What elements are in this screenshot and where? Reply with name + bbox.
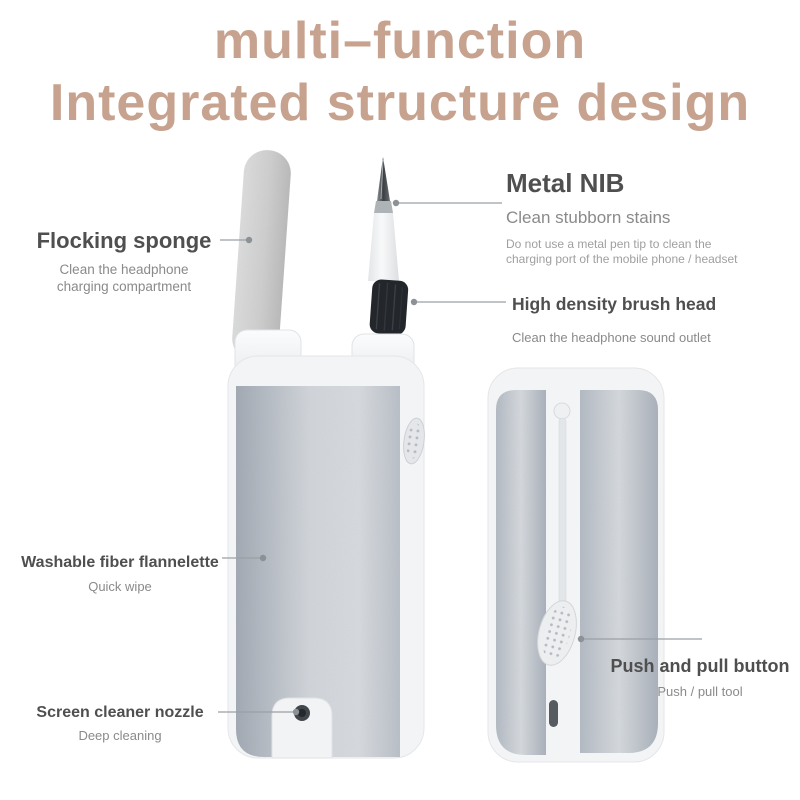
left-device [227, 150, 425, 759]
callout-lines [218, 202, 702, 713]
callout-dot-flannelette [259, 554, 267, 562]
cleaner-nozzle [271, 697, 333, 759]
metal-nib-sub: Clean stubborn stains [506, 208, 671, 227]
flannelette-heading: Washable fiber flannelette [21, 554, 219, 571]
flannelette-sub: Quick wipe [88, 579, 152, 594]
callout-nozzle: Screen cleaner nozzle Deep cleaning [20, 704, 220, 743]
metal-nib-pen [368, 157, 409, 335]
page-title: multi–function Integrated structure desi… [0, 10, 800, 134]
flocking-sub-line2: charging compartment [56, 279, 192, 294]
push-pull-button [537, 600, 577, 666]
callout-dot-flocking [245, 236, 253, 244]
title-line-2: Integrated structure design [49, 74, 751, 132]
callout-flannelette: Washable fiber flannelette Quick wipe [14, 554, 226, 594]
metal-nib-heading: Metal NIB [506, 168, 625, 198]
title-line-1: multi–function [213, 12, 587, 70]
callout-push-button: Push and pull button Push / pull tool [602, 656, 798, 699]
callout-dots [245, 199, 585, 716]
bottom-slot [549, 700, 558, 727]
metal-nib-note-line2: charging port of the mobile phone / head… [506, 252, 738, 266]
callout-dot-metal-nib [392, 199, 400, 207]
brush-head [369, 279, 409, 335]
callout-metal-nib: Metal NIB Clean stubborn stains Do not u… [506, 168, 791, 267]
push-button-sub: Push / pull tool [657, 684, 743, 699]
nozzle-sub: Deep cleaning [78, 728, 162, 743]
push-button-heading: Push and pull button [610, 656, 790, 676]
brush-heading: High density brush head [512, 294, 717, 314]
slider-track [553, 402, 571, 605]
callout-flocking-sponge: Flocking sponge Clean the headphone char… [28, 228, 220, 295]
brush-sub: Clean the headphone sound outlet [512, 330, 711, 345]
callout-dot-brush [410, 298, 418, 306]
flocking-sub-line1: Clean the headphone [59, 262, 189, 277]
right-device [487, 367, 665, 763]
flocking-heading: Flocking sponge [36, 228, 212, 253]
flocking-sponge [232, 150, 291, 362]
callout-brush-head: High density brush head Clean the headph… [512, 294, 797, 345]
side-slide-button [403, 417, 425, 465]
callout-dot-push-button [577, 635, 585, 643]
callout-dot-nozzle [292, 708, 300, 716]
metal-nib-note-line1: Do not use a metal pen tip to clean the [506, 237, 712, 251]
nozzle-heading: Screen cleaner nozzle [36, 704, 204, 721]
